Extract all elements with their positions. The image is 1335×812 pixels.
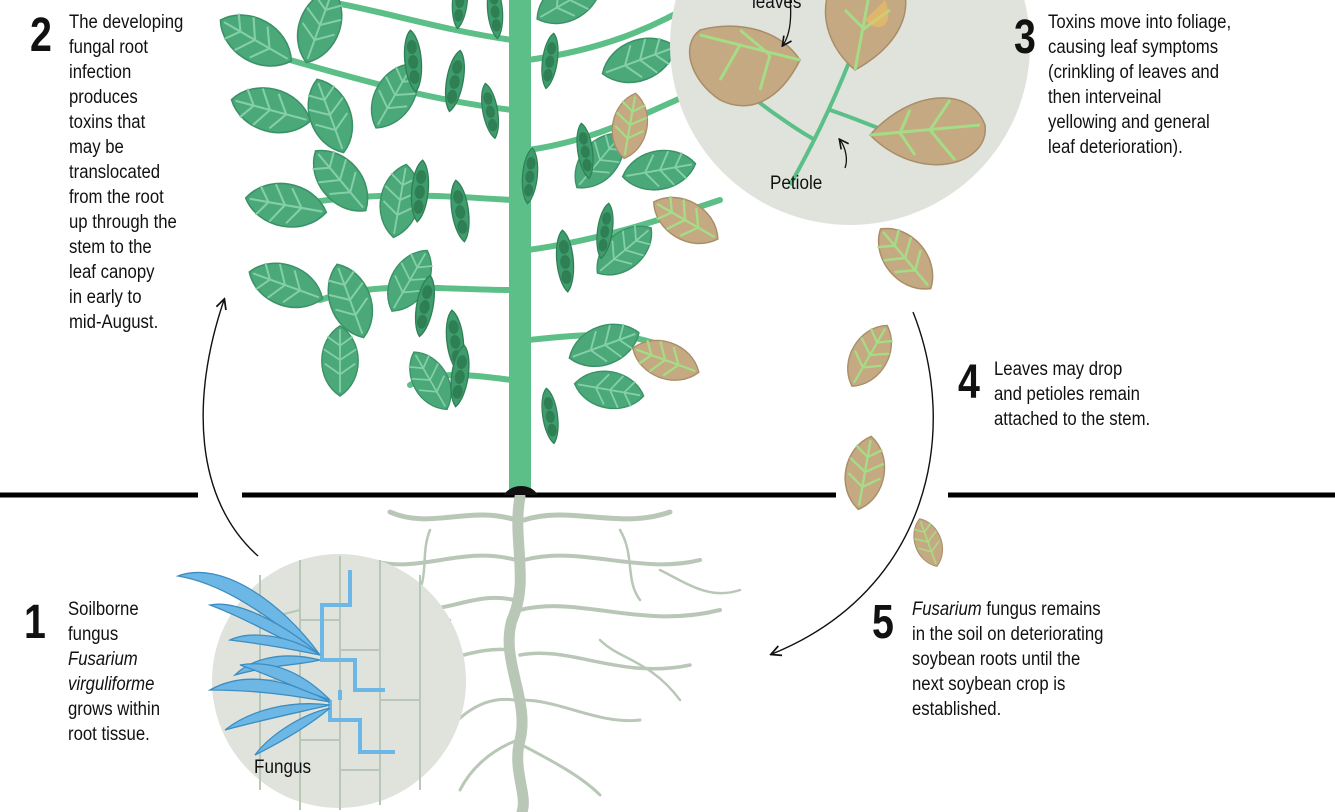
- step-5-line: next soybean crop is: [912, 672, 1103, 697]
- step-2-line: in early to: [69, 285, 183, 310]
- step-4-line: and petioles remain: [994, 382, 1150, 407]
- leaf-inset: [670, 0, 1030, 225]
- step-5-line: soybean roots until the: [912, 647, 1103, 672]
- step-2-line: fungal root: [69, 35, 183, 60]
- step-1-line: virguliforme: [68, 672, 160, 697]
- step-3-line: leaf deterioration).: [1048, 135, 1231, 160]
- step-2-line: infection: [69, 60, 183, 85]
- step-1-italic: virguliforme: [68, 674, 154, 695]
- step-3-line: Toxins move into foliage,: [1048, 10, 1231, 35]
- step-3-text: Toxins move into foliage, causing leaf s…: [1048, 10, 1231, 160]
- step-1-line: root tissue.: [68, 722, 160, 747]
- step-2-number: 2: [30, 12, 52, 60]
- step-1-text: Soilborne fungus Fusarium virguliforme g…: [68, 597, 160, 747]
- step-2-line: toxins that: [69, 110, 183, 135]
- step-4-line: Leaves may drop: [994, 357, 1150, 382]
- step-2-line: from the root: [69, 185, 183, 210]
- step-3-line: then interveinal: [1048, 85, 1231, 110]
- step-4-line: attached to the stem.: [994, 407, 1150, 432]
- step-5-number: 5: [872, 599, 894, 647]
- petiole-label: Petiole: [770, 173, 822, 195]
- step-4-number: 4: [958, 359, 980, 407]
- step-5-text: Fusarium fungus remains in the soil on d…: [912, 597, 1103, 722]
- step-3-line: yellowing and general: [1048, 110, 1231, 135]
- step-2-line: produces: [69, 85, 183, 110]
- step-2-line: mid-August.: [69, 310, 183, 335]
- step-1-line: Fusarium: [68, 647, 160, 672]
- step-3-line: causing leaf symptoms: [1048, 35, 1231, 60]
- step-2-line: The developing: [69, 10, 183, 35]
- step-2-line: leaf canopy: [69, 260, 183, 285]
- step-5-line: Fusarium fungus remains: [912, 597, 1103, 622]
- step-2-line: up through the: [69, 210, 183, 235]
- leaves-label: leaves: [752, 0, 801, 14]
- step-3-line: (crinkling of leaves and: [1048, 60, 1231, 85]
- step-4-text: Leaves may drop and petioles remain atta…: [994, 357, 1150, 432]
- step-5-line: established.: [912, 697, 1103, 722]
- fungus-label: Fungus: [254, 757, 311, 779]
- step-1-number: 1: [24, 599, 46, 647]
- step-5-italic: Fusarium: [912, 599, 982, 620]
- step-1-line: grows within: [68, 697, 160, 722]
- step-2-line: stem to the: [69, 235, 183, 260]
- step-1-italic: Fusarium: [68, 649, 138, 670]
- step-2-text: The developing fungal root infection pro…: [69, 10, 183, 335]
- step-3-number: 3: [1014, 14, 1036, 62]
- step-5-line-rest: fungus remains: [982, 599, 1101, 620]
- step-1-line: fungus: [68, 622, 160, 647]
- step-5-line: in the soil on deteriorating: [912, 622, 1103, 647]
- step-2-line: translocated: [69, 160, 183, 185]
- step-1-line: Soilborne: [68, 597, 160, 622]
- step-2-line: may be: [69, 135, 183, 160]
